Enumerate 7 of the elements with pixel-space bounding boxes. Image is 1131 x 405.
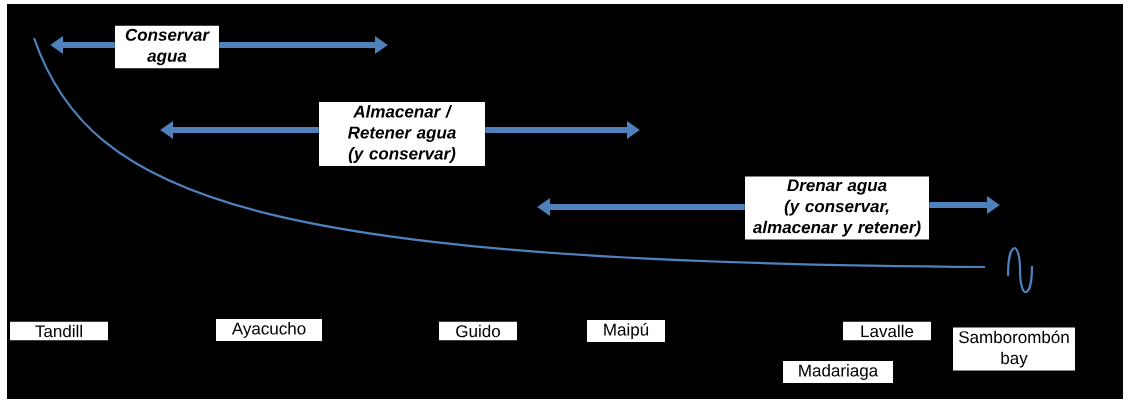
action-label-box: Drenar agua (y conservar, almacenar y retener) bbox=[745, 176, 929, 240]
place-label-box: Maipú bbox=[587, 320, 665, 343]
action-label-box: Almacenar / Retener agua (y conservar) bbox=[319, 102, 485, 166]
place-label-box: Ayacucho bbox=[216, 319, 322, 341]
place-label-box: Samborombón bay bbox=[953, 327, 1075, 371]
place-label-box: Madariaga bbox=[783, 361, 893, 383]
action-label-box: Conservar agua bbox=[115, 25, 219, 69]
